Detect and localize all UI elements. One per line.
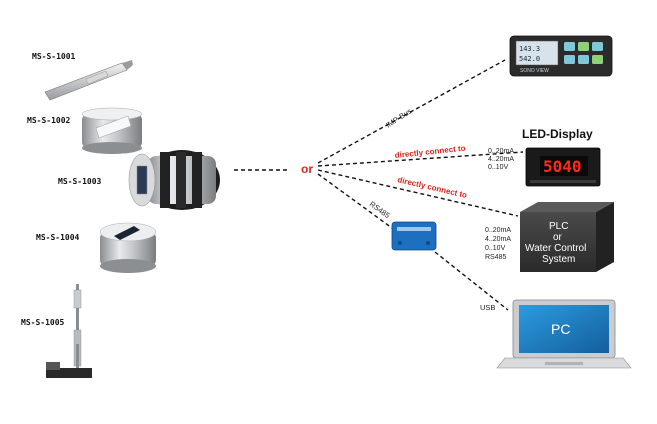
- plc-signal-1: 0..20mA: [485, 227, 511, 234]
- sono-view-readout-bottom: 542.0: [519, 55, 540, 63]
- pc-laptop: PC: [496, 299, 632, 369]
- sensor-ms-s-1002: MS-S-1002: [27, 107, 143, 154]
- plc-signal-3: 0..10V: [485, 245, 506, 252]
- sono-key-3: [592, 42, 603, 51]
- sensor-label: MS-S-1005: [21, 318, 65, 327]
- sono-key-2: [578, 42, 589, 51]
- plc-box: PLC or Water Control System: [520, 202, 614, 272]
- sono-view-brand: SONO VIEW: [520, 68, 549, 74]
- rod-sensor-image: [46, 284, 92, 378]
- imp-bus-label: IMP-Bus: [384, 106, 413, 129]
- led-signal-3: 0..10V: [488, 164, 509, 171]
- sono-key-6: [592, 55, 603, 64]
- led-display-device: 5040: [525, 147, 601, 187]
- sono-view-readout-top: 143.3: [519, 45, 540, 53]
- or-label: or: [301, 162, 313, 176]
- plc-line-4: System: [542, 254, 575, 265]
- cylinder-sensor-image: [99, 222, 157, 273]
- sensor-label: MS-S-1002: [27, 116, 71, 125]
- sono-view-device: 143.3 542.0 SONO VIEW: [509, 35, 613, 77]
- led-display-title: LED-Display: [522, 127, 593, 141]
- plc-line: [317, 169, 519, 217]
- direct-connect-label-led: directly connect to: [394, 144, 466, 160]
- rs485-line: [317, 173, 393, 229]
- plc-line-3: Water Control: [525, 243, 586, 254]
- sensor-ms-s-1004: MS-S-1004: [36, 222, 157, 273]
- rs485-label: RS485: [368, 199, 392, 220]
- plc-signal-4: RS485: [485, 254, 507, 261]
- sensor-label: MS-S-1001: [32, 52, 76, 61]
- led-signal-1: 0..20mA: [488, 148, 514, 155]
- led-display-line: [317, 151, 524, 167]
- plc-line-2: or: [553, 232, 563, 243]
- sensor-ms-s-1005: MS-S-1005: [21, 284, 92, 378]
- disc-sensor-image: [81, 107, 143, 154]
- sensor-label: MS-S-1004: [36, 233, 80, 242]
- led-display-readout: 5040: [543, 157, 582, 176]
- pc-screen-label: PC: [551, 321, 570, 337]
- plc-line-1: PLC: [549, 221, 568, 232]
- sono-key-4: [564, 55, 575, 64]
- plc-signal-2: 4..20mA: [485, 236, 511, 243]
- sensor-label: MS-S-1003: [58, 177, 102, 186]
- probe-sensor-image: [44, 60, 133, 101]
- sono-key-5: [578, 55, 589, 64]
- imp-bus-line: [317, 59, 506, 164]
- usb-label: USB: [480, 303, 495, 312]
- sensor-ms-s-1003: MS-S-1003: [58, 150, 220, 210]
- rs485-converter: [391, 221, 437, 251]
- sensor-ms-s-1001: MS-S-1001: [32, 52, 133, 101]
- led-signal-2: 4..20mA: [488, 156, 514, 163]
- flange-sensor-image: [128, 150, 220, 210]
- direct-connect-label-plc: directly connect to: [397, 175, 468, 200]
- sono-key-1: [564, 42, 575, 51]
- usb-line: [434, 251, 509, 311]
